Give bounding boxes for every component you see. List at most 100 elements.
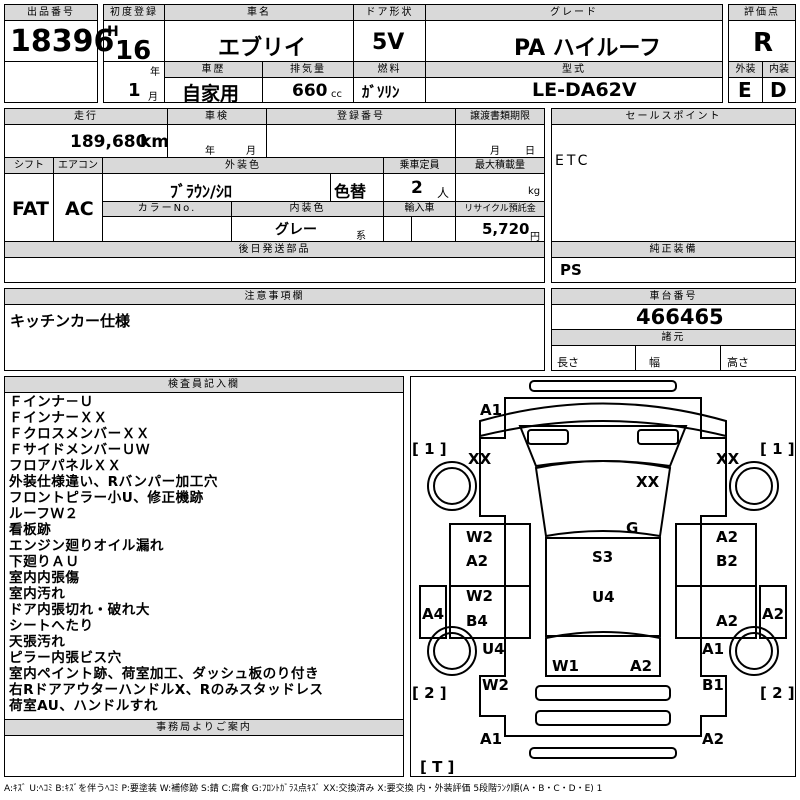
- height-cell: [720, 345, 796, 371]
- inspector-line: 看板跡: [9, 522, 52, 538]
- recycle-label: リサイクル預託金: [455, 201, 545, 217]
- mark-left-rear-wheel: U4: [482, 640, 505, 658]
- exterior-label: 外装: [728, 61, 763, 78]
- ac-label: エアコン: [53, 157, 103, 174]
- equipment-label: 純正装備: [551, 241, 796, 258]
- door-type: 5V: [372, 30, 405, 55]
- width-label: 幅: [649, 356, 660, 369]
- mark-left-rear-door: W2: [466, 587, 493, 605]
- int-color-label: 内装色: [231, 201, 384, 217]
- length-label: 長さ: [557, 356, 579, 369]
- lot-number-label: 出品番号: [4, 4, 98, 21]
- recycle-fee: 5,720: [482, 220, 530, 238]
- inspector-line: 右RドアアウターハンドルX、Rのみスタッドレス: [9, 682, 324, 698]
- interior-grade: D: [770, 78, 787, 102]
- mark-left-rear-quarter: W2: [482, 676, 509, 694]
- inspector-line: 室内内張傷: [9, 570, 80, 586]
- inspector-line: ＦインナーＸＸ: [9, 410, 108, 426]
- inspector-line: 下廻りＡＵ: [9, 554, 80, 570]
- color-no-cell: [102, 216, 232, 242]
- shift: FAT: [12, 198, 49, 220]
- inspector-line: ルーフＷ２: [9, 506, 79, 522]
- mark-rear-bumper-left: A1: [480, 730, 503, 748]
- chassis-number: 466465: [636, 305, 724, 329]
- mark-floor: W1: [552, 657, 579, 675]
- color-change: 色替: [334, 182, 367, 201]
- grade: PA ハイルーフ: [514, 36, 662, 61]
- lot-number-blank: [4, 61, 98, 103]
- mark-hood: XX: [636, 473, 660, 491]
- score-label: 評価点: [728, 4, 796, 21]
- chassis-label: 車台番号: [551, 288, 796, 305]
- int-color-unit: 系: [356, 231, 366, 242]
- sales-point: ETC: [555, 153, 591, 169]
- inspector-line: フロアパネルＸＸ: [9, 458, 122, 474]
- mileage-label: 走行: [4, 108, 168, 125]
- inspector-line: 室内汚れ: [9, 586, 66, 602]
- cc-unit: cc: [331, 89, 342, 100]
- office-label: 事務局よりご案内: [4, 719, 404, 736]
- month-unit: 月: [148, 92, 158, 103]
- caution-label: 注意事項欄: [4, 288, 545, 305]
- inspection-year-unit: 年: [205, 146, 215, 157]
- body-color: ﾌﾞﾗｳﾝ/ｼﾛ: [170, 182, 232, 201]
- car-name: エブリイ: [218, 36, 307, 61]
- bracket-rear-left: [ 2 ]: [412, 684, 447, 702]
- inspector-line: 外装仕様違い、Rバンパー加工穴: [9, 474, 218, 490]
- car-name-label: 車名: [164, 4, 354, 21]
- inspector-line: 天張汚れ: [9, 634, 66, 650]
- mark-left-front-wheel: XX: [468, 450, 492, 468]
- mark-right-front-door: A2: [716, 528, 739, 546]
- mileage: 189,680: [70, 132, 148, 152]
- caution-text: キッチンカー仕様: [10, 312, 131, 330]
- mark-rear-roof: U4: [592, 588, 615, 606]
- mark-right-rear-quarter: B1: [702, 676, 724, 694]
- import-label: 輸入車: [383, 201, 456, 217]
- air-con: AC: [65, 198, 94, 220]
- door-label: ドア形状: [353, 4, 426, 21]
- legend: A:ｷｽﾞ U:ﾍｺﾐ B:ｷｽﾞを伴うﾍｺﾐ P:要塗装 W:補修跡 S:錆 …: [4, 784, 603, 794]
- office-cell: [4, 735, 404, 777]
- interior-label: 内装: [762, 61, 796, 78]
- inspection-month-unit: 月: [246, 146, 256, 157]
- reg-month: 1: [128, 80, 141, 101]
- width-cell: [635, 345, 721, 371]
- transfer-month-unit: 月: [490, 146, 500, 157]
- color-no-label: カラーNo.: [102, 201, 232, 217]
- first-reg-label: 初度登録: [103, 4, 165, 21]
- later-parts-cell: [4, 257, 545, 283]
- max-load-label: 最大積載量: [455, 157, 545, 174]
- bracket-rear-right: [ 2 ]: [760, 684, 795, 702]
- load-unit: kg: [528, 186, 541, 197]
- history: 自家用: [182, 83, 240, 105]
- capacity-unit: 人: [437, 186, 450, 200]
- inspector-line: ＦサイドメンバーＵＷ: [9, 442, 150, 458]
- color-label: 外装色: [102, 157, 384, 174]
- mark-left-side: A4: [422, 605, 445, 623]
- car-diagram: [419, 380, 787, 759]
- fuel: ｶﾞｿﾘﾝ: [362, 83, 400, 101]
- bracket-front-right: [ 1 ]: [760, 440, 795, 458]
- mark-rear-bumper-right: A2: [702, 730, 725, 748]
- inspector-line: Ｆインナ－Ｕ: [9, 394, 94, 410]
- era: H: [107, 24, 119, 40]
- capacity: 2: [411, 178, 423, 198]
- specs-label: 諸元: [551, 329, 796, 346]
- mark-roof: S3: [592, 548, 614, 566]
- inspector-line: フロントピラー小U、修正機跡: [9, 490, 204, 506]
- bracket-front-left: [ 1 ]: [412, 440, 447, 458]
- interior-cell: [762, 77, 796, 103]
- inspector-line: ピラー内張ビス穴: [9, 650, 122, 666]
- mark-left-front-door-2: A2: [466, 552, 489, 570]
- score: R: [753, 28, 774, 58]
- mark-windshield: G: [626, 519, 639, 537]
- lot-number: 18396: [10, 24, 115, 59]
- inspector-label: 検査員記入欄: [4, 376, 404, 393]
- inspector-line: エンジン廻りオイル漏れ: [9, 538, 165, 554]
- height-label: 高さ: [727, 356, 749, 369]
- caution-cell: [4, 304, 545, 371]
- interior-color: グレー: [275, 222, 317, 238]
- mark-rear-area: A2: [630, 657, 653, 675]
- reg-no-cell: [266, 124, 456, 158]
